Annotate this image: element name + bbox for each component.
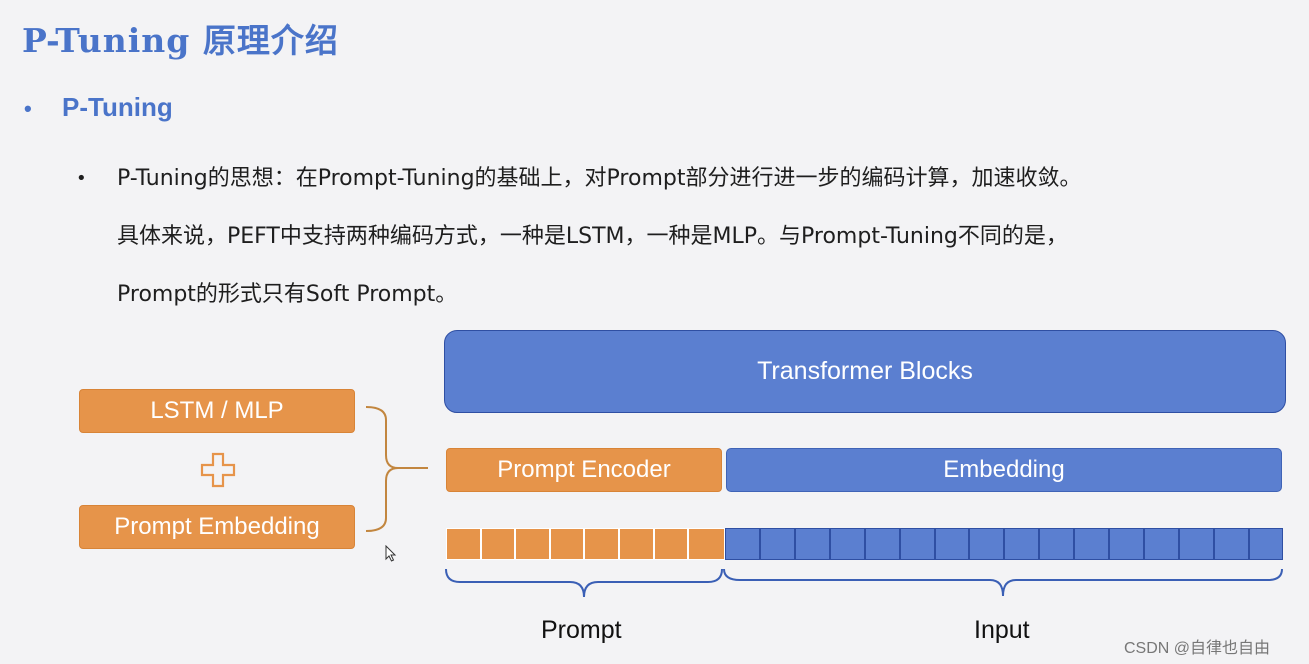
prompt-token-cell (515, 528, 550, 560)
prompt-token-cell (653, 528, 689, 560)
input-brace-icon (723, 568, 1283, 597)
input-label: Input (974, 616, 1030, 644)
bullet-dot: • (24, 96, 32, 121)
embedding-box: Embedding (726, 448, 1282, 492)
paragraph-line-3: Prompt的形式只有Soft Prompt。 (117, 282, 458, 307)
bullet-dot: • (76, 168, 87, 189)
lstm-mlp-box: LSTM / MLP (79, 389, 355, 433)
plus-icon (200, 452, 236, 488)
input-token-cell (899, 528, 935, 560)
input-token-cell (864, 528, 900, 560)
input-token-cell (1178, 528, 1214, 560)
prompt-token-cell (446, 528, 481, 560)
prompt-token-cell (618, 528, 654, 560)
input-token-cell (829, 528, 865, 560)
input-token-cell (1004, 528, 1040, 560)
input-token-cell (760, 528, 795, 560)
input-token-cell (969, 528, 1005, 560)
prompt-token-cell (549, 528, 585, 560)
input-token-cell (1213, 528, 1249, 560)
curly-brace-icon (365, 406, 399, 532)
input-token-cell (1143, 528, 1179, 560)
prompt-encoder-box: Prompt Encoder (446, 448, 722, 492)
bullet-level1: • P-Tuning (24, 92, 173, 123)
mouse-cursor-icon (385, 545, 397, 562)
input-token-cell (725, 528, 761, 560)
paragraph-line-1: P-Tuning的思想：在Prompt-Tuning的基础上，对Prompt部分… (117, 166, 1082, 191)
input-token-cell (794, 528, 830, 560)
bullet-level2: • P-Tuning的思想：在Prompt-Tuning的基础上，对Prompt… (76, 150, 1296, 324)
prompt-label: Prompt (541, 616, 622, 644)
prompt-embedding-box: Prompt Embedding (79, 505, 355, 549)
paragraph-line-2: 具体来说，PEFT中支持两种编码方式，一种是LSTM，一种是MLP。与Promp… (117, 224, 1068, 249)
prompt-brace-icon (445, 568, 723, 598)
watermark: CSDN @自律也自由 (1124, 640, 1271, 657)
input-token-cell (1108, 528, 1144, 560)
token-sequence (446, 528, 1284, 560)
input-token-cell (1074, 528, 1109, 560)
page-title: P-Tuning 原理介绍 (22, 21, 339, 60)
prompt-token-cell (480, 528, 516, 560)
prompt-token-cell (688, 528, 726, 560)
prompt-token-cell (584, 528, 619, 560)
bullet-level1-text: P-Tuning (62, 92, 173, 122)
input-token-cell (1248, 528, 1284, 560)
input-token-cell (1039, 528, 1075, 560)
input-token-cell (934, 528, 970, 560)
transformer-blocks-box: Transformer Blocks (444, 330, 1286, 413)
